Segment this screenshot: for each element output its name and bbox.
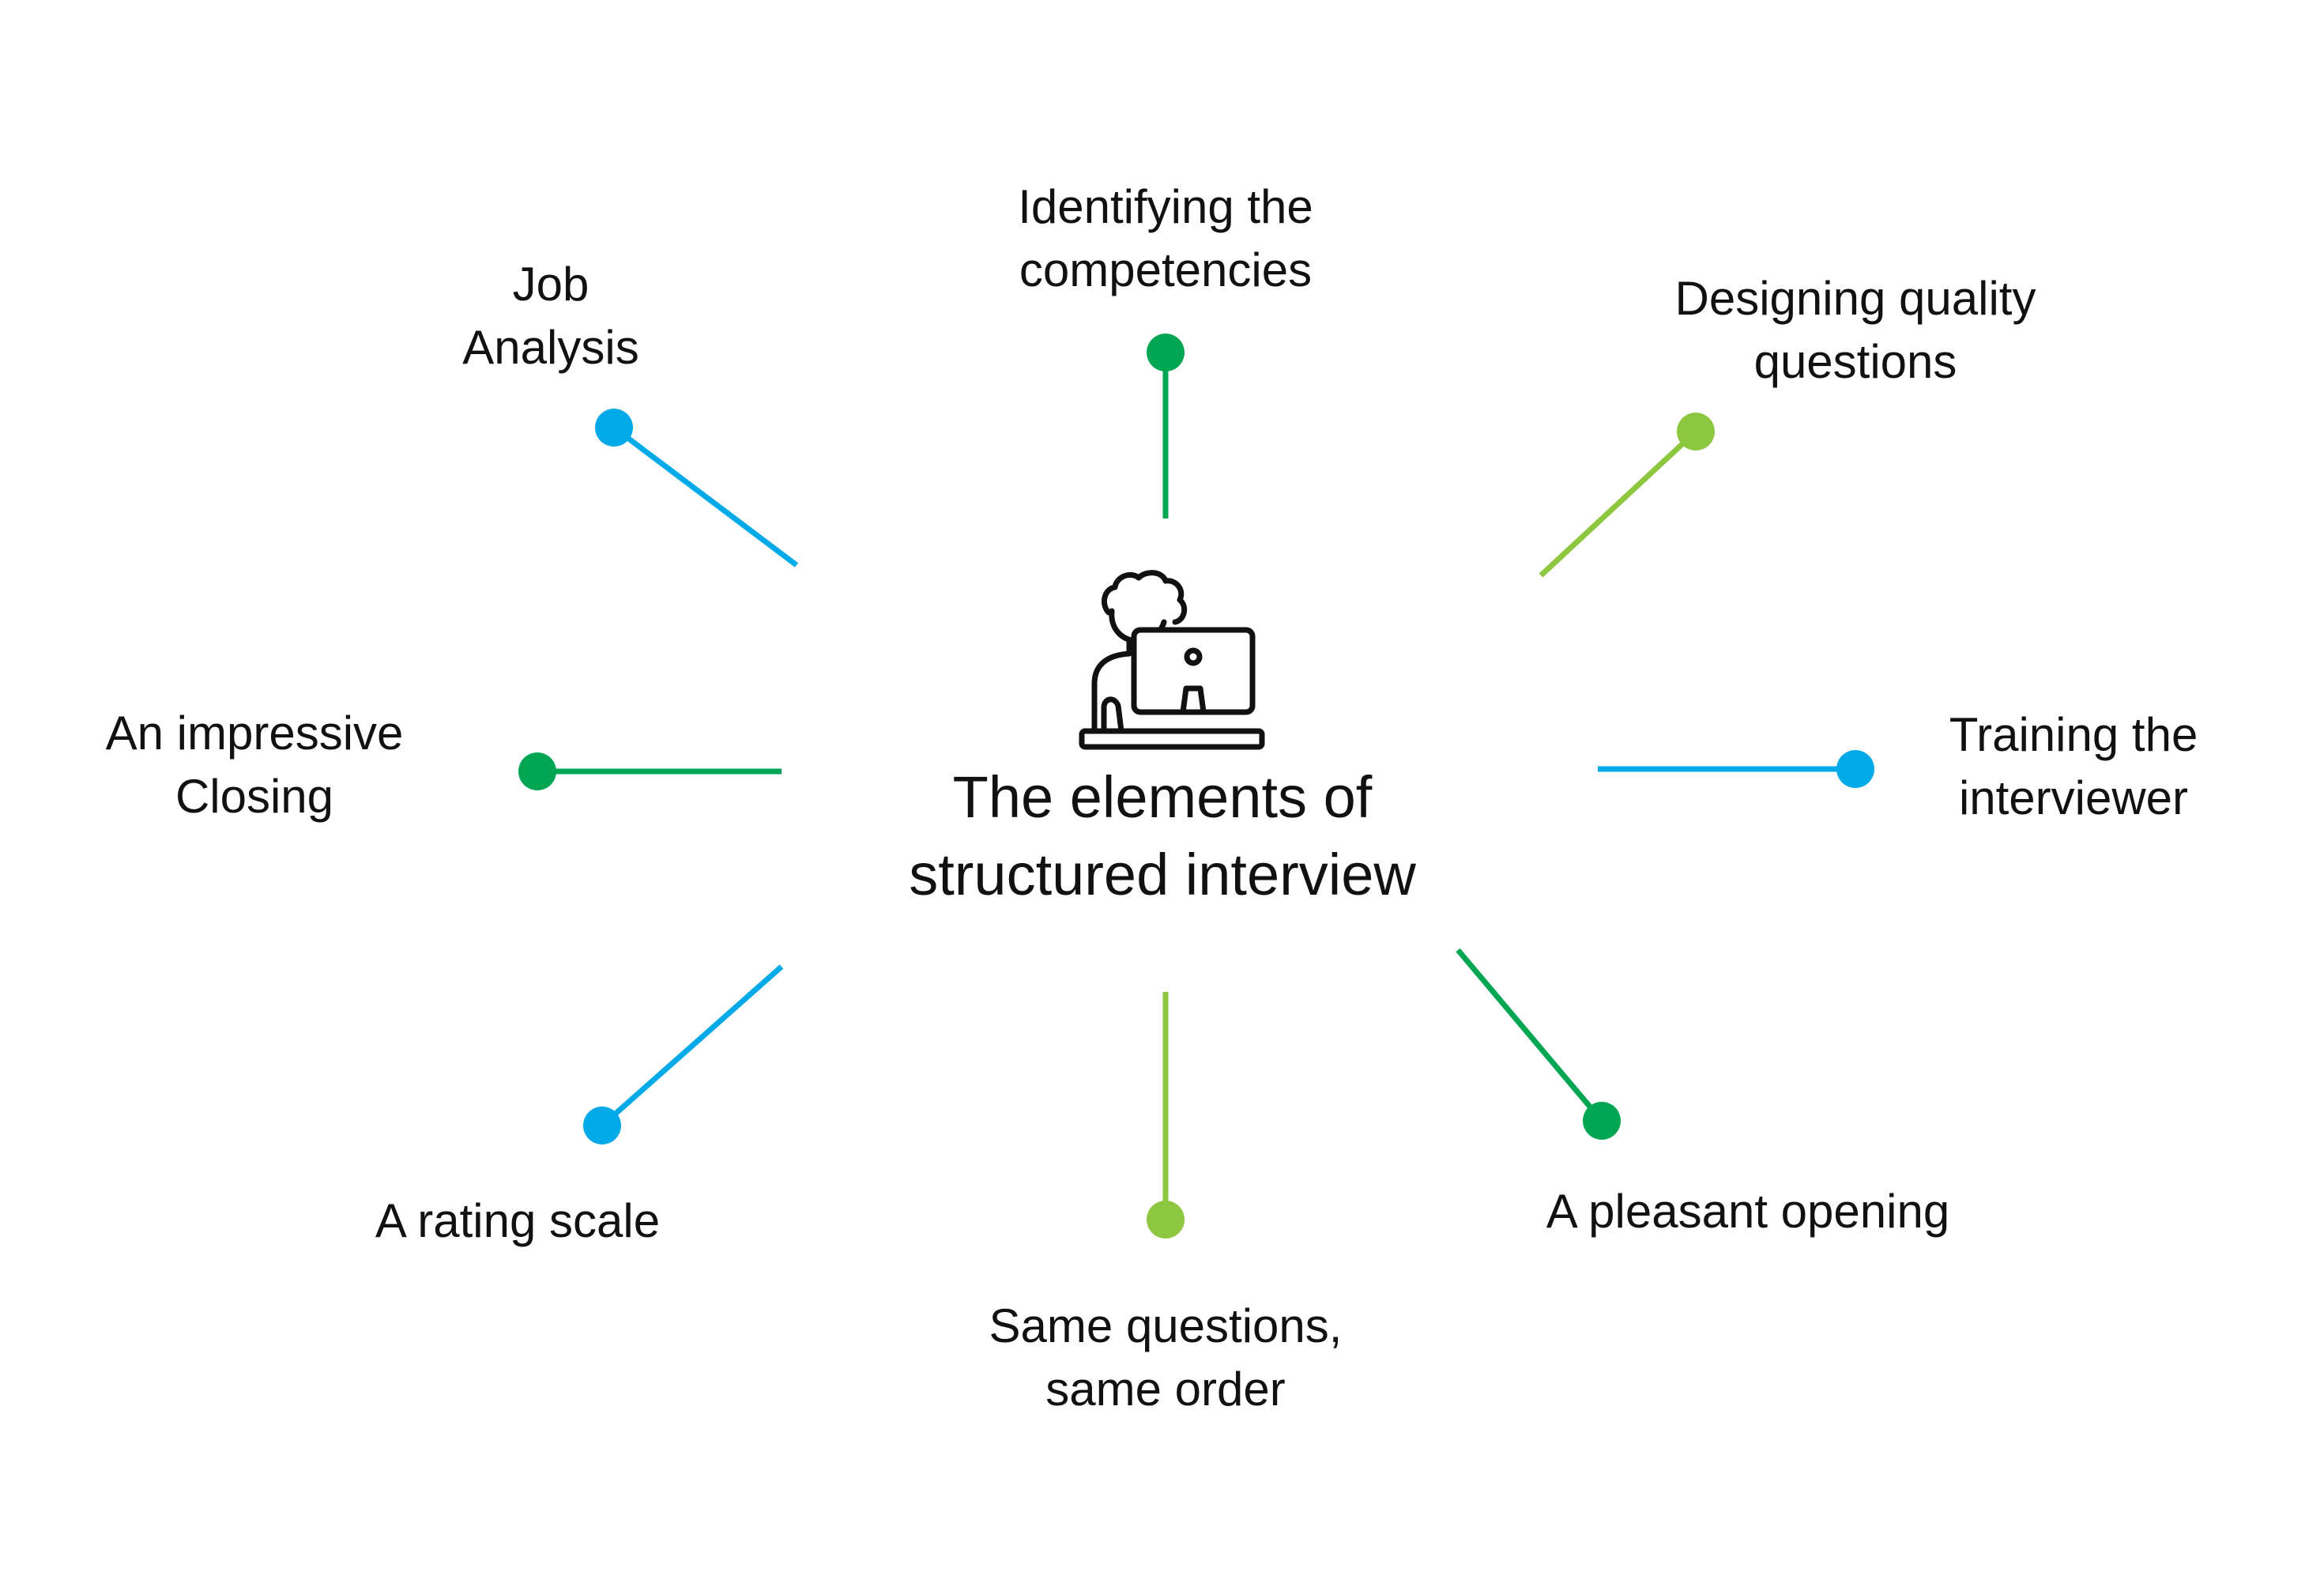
node-dot — [1677, 413, 1715, 451]
label-line: competencies — [1019, 243, 1313, 296]
node-dot — [595, 409, 633, 447]
node-dot — [1147, 334, 1185, 371]
connector-line — [612, 425, 799, 567]
label-training-interviewer: Training the interviewer — [1949, 703, 2198, 830]
spoke-job-analysis — [595, 409, 799, 567]
node-dot — [583, 1107, 621, 1144]
spoke-same-questions — [1147, 992, 1185, 1239]
label-line: Job — [512, 258, 589, 311]
node-dot — [1147, 1201, 1185, 1239]
label-identifying-competencies: Identifying the competencies — [1018, 175, 1313, 302]
node-dot — [518, 752, 556, 790]
label-line: Identifying the — [1018, 180, 1313, 233]
title-line-1: The elements of — [952, 764, 1373, 830]
spoke-identifying-competencies — [1147, 334, 1185, 518]
node-dot — [1583, 1102, 1621, 1140]
connector-line — [1456, 948, 1604, 1123]
label-line: An impressive — [105, 707, 404, 760]
label-job-analysis: Job Analysis — [462, 253, 638, 379]
label-impressive-closing: An impressive Closing — [106, 702, 404, 828]
label-line: Closing — [175, 770, 334, 823]
label-line: A rating scale — [375, 1194, 661, 1247]
person-at-computer-icon — [1079, 570, 1265, 750]
node-dot — [1836, 750, 1874, 788]
connector-line — [1539, 429, 1698, 578]
spoke-rating-scale — [583, 964, 784, 1144]
spoke-pleasant-opening — [1456, 948, 1621, 1140]
label-line: same order — [1045, 1363, 1286, 1416]
label-designing-questions: Designing quality questions — [1675, 267, 2036, 394]
label-line: A pleasant opening — [1546, 1185, 1950, 1238]
label-line: Designing quality — [1674, 272, 2036, 325]
diagram-title: The elements of structured interview — [909, 759, 1416, 914]
spoke-impressive-closing — [518, 752, 782, 790]
label-rating-scale: A rating scale — [375, 1190, 660, 1253]
title-line-2: structured interview — [909, 842, 1416, 907]
label-same-questions: Same questions, same order — [989, 1295, 1343, 1421]
connector-line — [600, 964, 784, 1128]
label-line: interviewer — [1958, 771, 2189, 824]
spoke-training-interviewer — [1598, 750, 1874, 788]
label-line: Analysis — [462, 321, 639, 374]
label-line: Training the — [1949, 708, 2198, 761]
spoke-designing-questions — [1539, 413, 1715, 578]
label-pleasant-opening: A pleasant opening — [1546, 1180, 1949, 1243]
label-line: Same questions, — [989, 1299, 1343, 1352]
label-line: questions — [1753, 335, 1957, 388]
